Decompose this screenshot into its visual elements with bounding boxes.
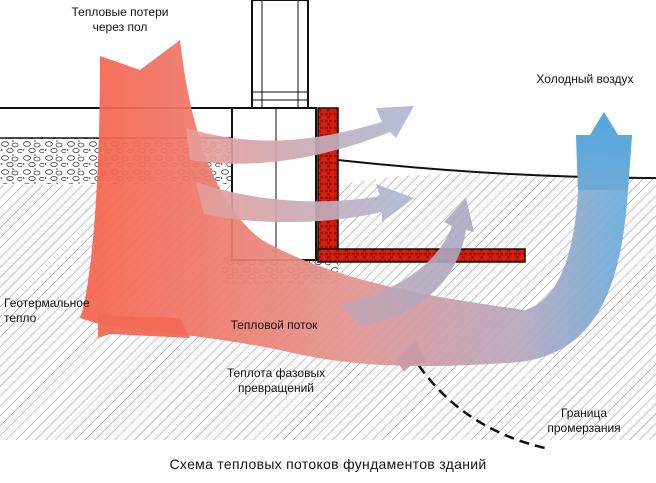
frost-boundary-label: Граница промерзания [534,406,634,436]
floor-heat-loss-label-line2: через пол [92,20,148,34]
frost-boundary-label-line1: Граница [560,406,608,420]
frost-boundary-label-line2: промерзания [547,421,621,435]
phase-heat-label-line2: превращений [237,381,314,395]
phase-heat-label-line1: Теплота фазовых [226,366,326,380]
floor-heat-loss-label-line1: Тепловые потери [71,5,169,19]
upper-branch-arrow [186,106,414,164]
horizontal-insulation [317,248,526,263]
floor-heat-loss-label: Тепловые потери через пол [58,5,182,35]
vertical-insulation [317,107,339,261]
diagram-caption: Схема тепловых потоков фундаментов здани… [169,456,487,472]
geothermal-heat-label: Геотермальное тепло [4,296,90,326]
geothermal-heat-label-line2: тепло [4,311,37,325]
middle-branch-arrow [196,182,414,223]
heat-flow-label: Тепловой поток [230,318,318,332]
geothermal-inflow-arrow [98,312,190,338]
building-wall [251,0,309,109]
main-heat-flow-arrow [80,40,632,367]
phase-heat-arrow [396,340,426,372]
phase-heat-label: Теплота фазовых превращений [214,366,338,396]
rising-branch-arrow [340,198,474,326]
frost-boundary-line [408,351,546,450]
geothermal-heat-label-line1: Геотермальное [4,296,90,310]
cold-air-arrow-head [576,112,632,190]
cold-air-label: Холодный воздух [536,72,634,86]
